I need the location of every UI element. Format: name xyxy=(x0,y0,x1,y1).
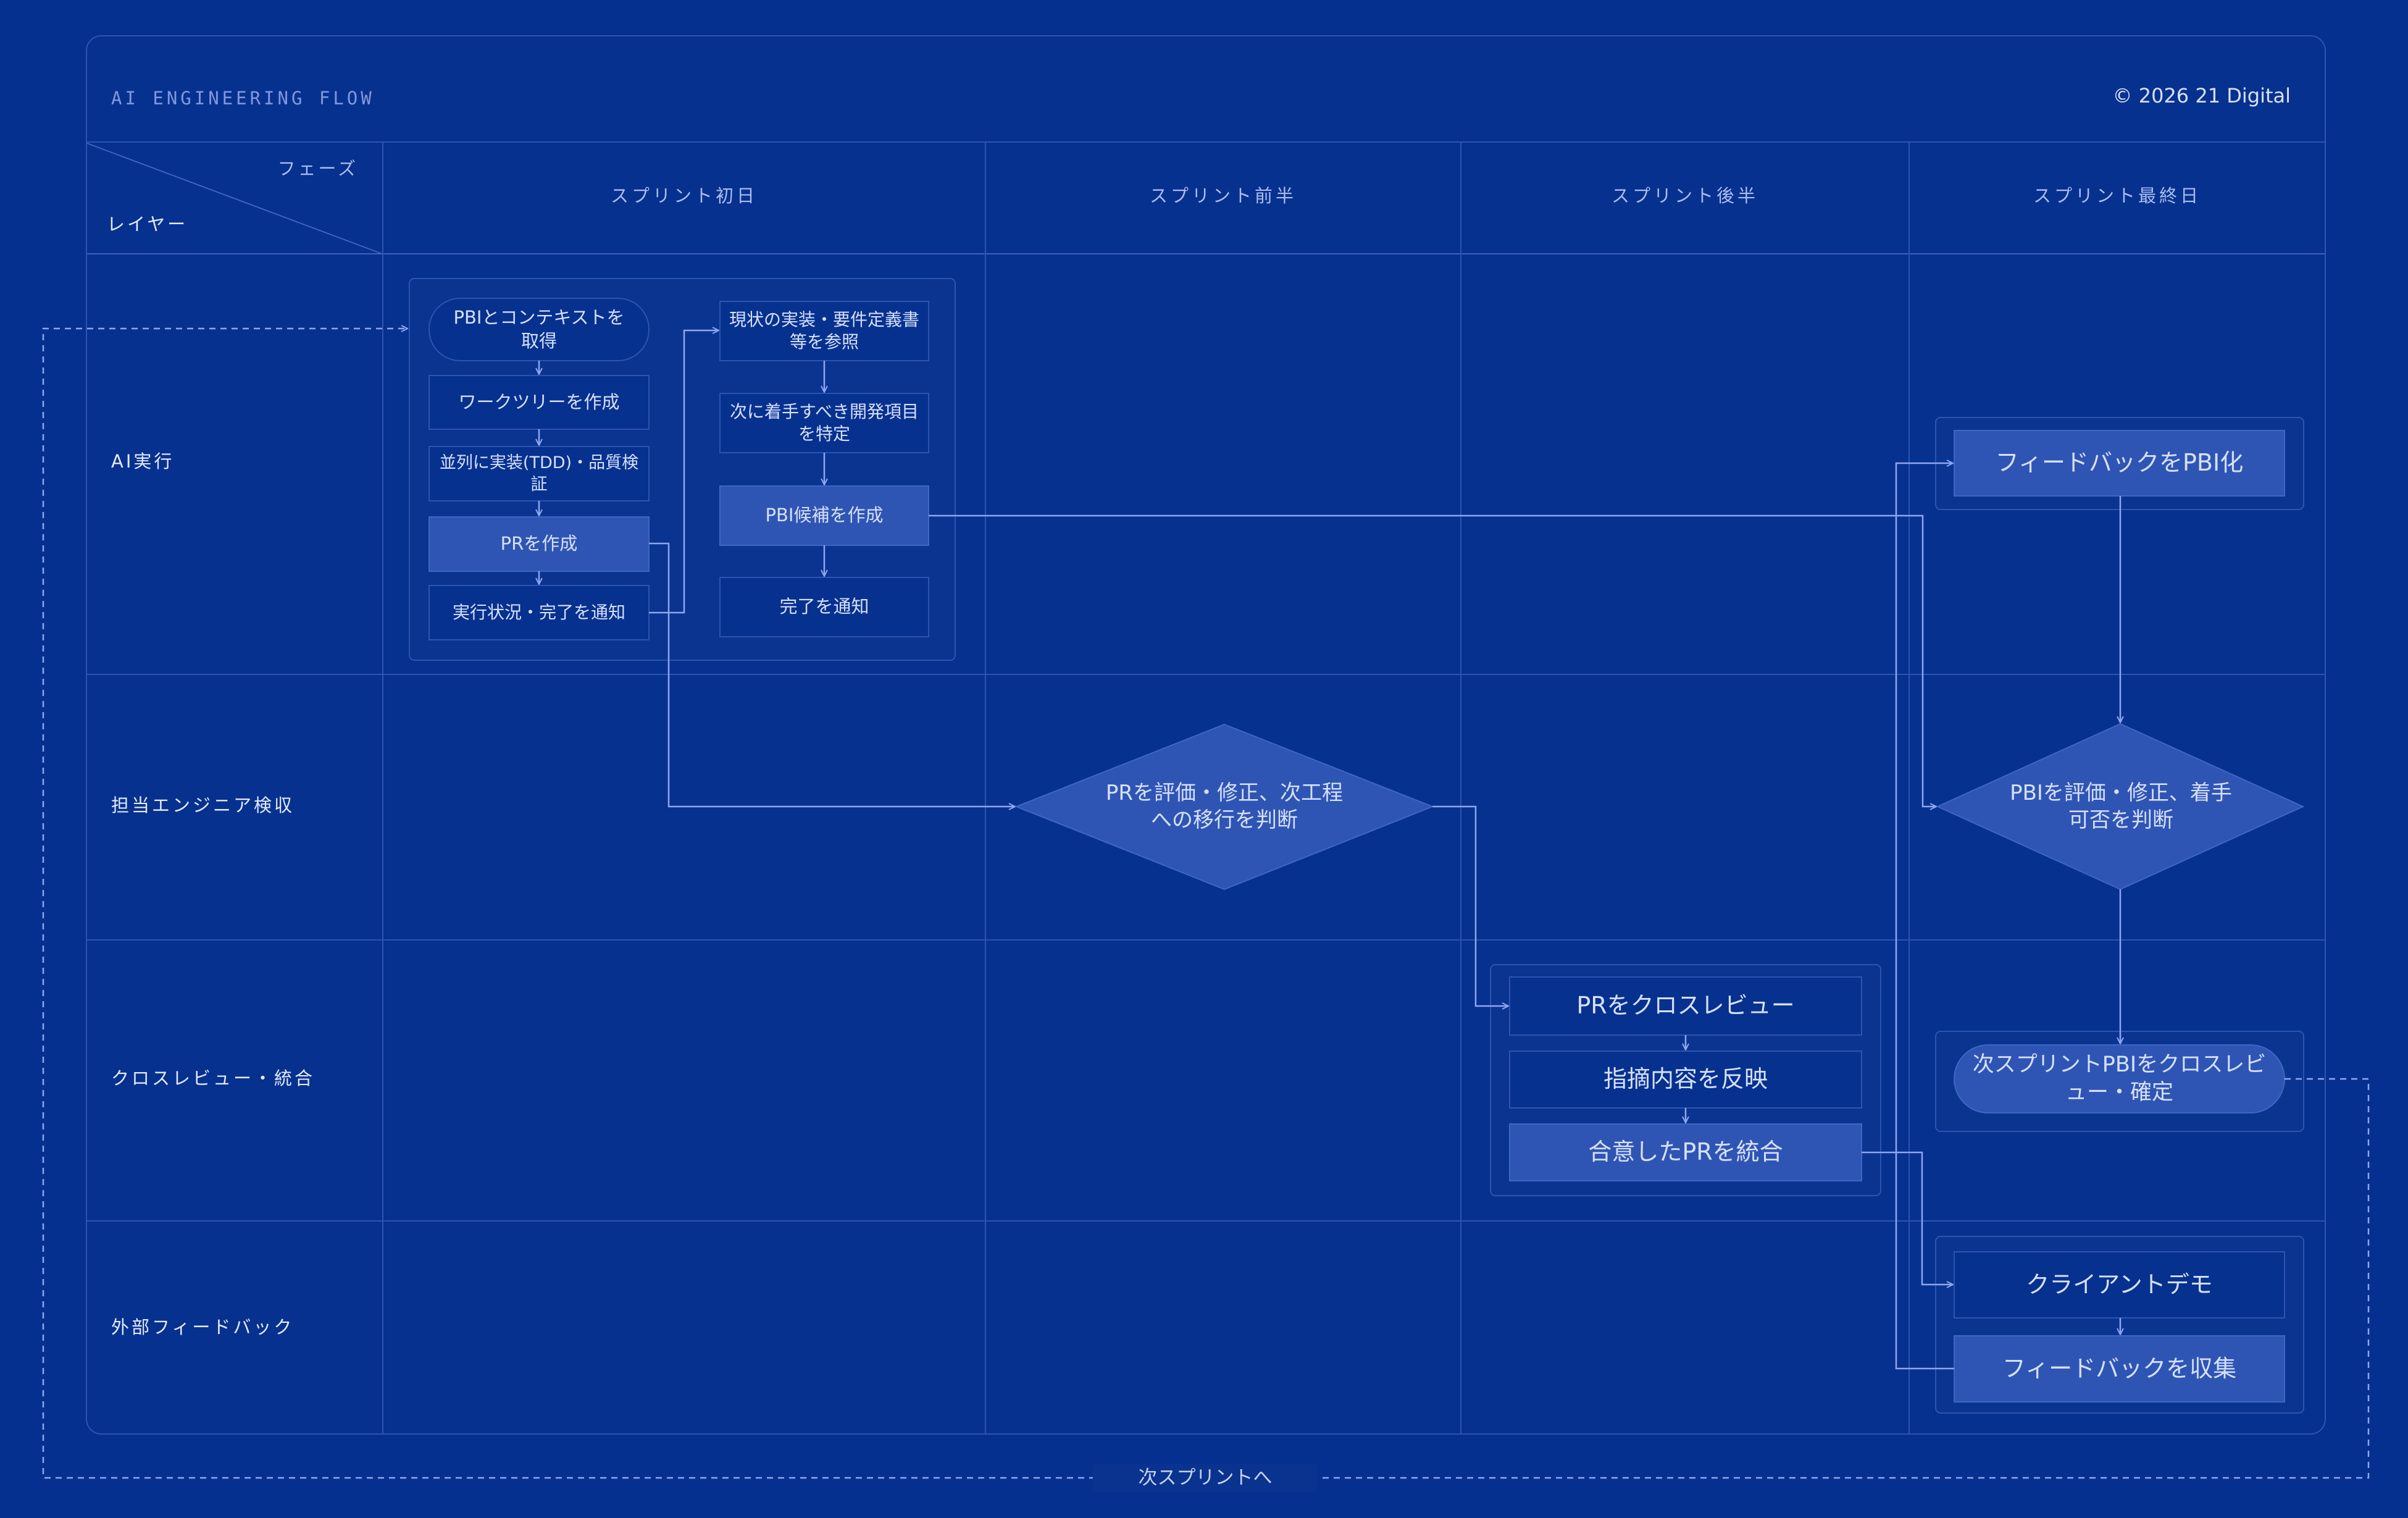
app-title: AI ENGINEERING FLOW xyxy=(111,88,375,109)
diamond-evaluate-pr xyxy=(1014,723,1434,891)
edge-merge-demo xyxy=(1862,1151,1953,1285)
node-reference-specs xyxy=(719,301,929,361)
node-create-pbi-candidates xyxy=(719,485,929,546)
node-create-worktree xyxy=(429,375,650,430)
edge-evaluate-crossreview xyxy=(1432,805,1508,1006)
node-label-next-sprint-pbi: 次スプリントPBIをクロスレビュー・確定 xyxy=(1972,1052,2267,1105)
edge-notify-reference xyxy=(649,330,719,614)
node-merge-pr xyxy=(1509,1123,1862,1181)
node-parallel-impl xyxy=(429,446,650,501)
node-label-get-context: PBIとコンテキストを取得 xyxy=(453,306,625,351)
layer-label-ai: AI実行 xyxy=(111,451,175,472)
node-identify-next xyxy=(719,393,929,453)
node-label-reference-specs: 現状の実装・要件定義書等を参照 xyxy=(729,309,919,352)
edge-pbi-candidates-evaluate xyxy=(929,514,1936,807)
diamond-label-evaluate-pr: PRを評価・修正、次工程への移行を判断 xyxy=(1105,780,1344,832)
node-apply-feedback xyxy=(1509,1050,1862,1109)
edge-collect-feedbackpbi xyxy=(1895,463,1954,1370)
corner-diagonal xyxy=(86,143,383,254)
edge-pr-evaluate xyxy=(649,542,1015,807)
diamond-label-evaluate-pbi: PBIを評価・修正、着手可否を判断 xyxy=(2010,780,2232,832)
loop-label-next-sprint: 次スプリントへ xyxy=(1138,1466,1273,1489)
layer-label-engineer: 担当エンジニア検収 xyxy=(111,795,295,816)
node-label-create-pbi-candidates: PBI候補を作成 xyxy=(765,505,884,526)
phase-header-kickoff: スプリント初日 xyxy=(610,185,758,207)
node-label-parallel-impl: 並列に実装(TDD)・品質検証 xyxy=(439,453,639,494)
layer-label-external: 外部フィードバック xyxy=(111,1317,295,1338)
node-notify-done xyxy=(719,577,929,637)
phase-header-first-half: スプリント前半 xyxy=(1149,185,1297,207)
node-label-feedback-to-pbi: フィードバックをPBI化 xyxy=(1995,449,2244,477)
node-label-create-worktree: ワークツリーを作成 xyxy=(458,391,620,413)
node-label-merge-pr: 合意したPRを統合 xyxy=(1588,1138,1783,1166)
loop-label-bg xyxy=(1093,1464,1318,1492)
node-label-client-demo: クライアントデモ xyxy=(2026,1270,2213,1298)
phase-header-second-half: スプリント後半 xyxy=(1611,185,1758,207)
node-label-collect-feedback: フィードバックを収集 xyxy=(2002,1354,2237,1382)
corner-layer-label: レイヤー xyxy=(107,214,188,235)
layer-label-cross-review: クロスレビュー・統合 xyxy=(111,1068,316,1089)
node-label-apply-feedback: 指摘内容を反映 xyxy=(1603,1065,1768,1093)
node-client-demo xyxy=(1954,1251,2285,1319)
node-label-notify-status: 実行状況・完了を通知 xyxy=(452,602,625,623)
node-create-pr xyxy=(429,516,650,572)
copyright: © 2026 21 Digital xyxy=(2112,84,2291,108)
node-label-cross-review-pr: PRをクロスレビュー xyxy=(1576,992,1795,1020)
node-label-notify-done: 完了を通知 xyxy=(779,596,869,618)
phase-header-final-day: スプリント最終日 xyxy=(2033,185,2201,207)
node-label-create-pr: PRを作成 xyxy=(500,533,578,555)
node-feedback-to-pbi xyxy=(1954,430,2285,497)
corner-phase-label: フェーズ xyxy=(277,158,358,180)
node-label-identify-next: 次に着手すべき開発項目を特定 xyxy=(729,401,919,444)
node-collect-feedback xyxy=(1954,1335,2285,1403)
